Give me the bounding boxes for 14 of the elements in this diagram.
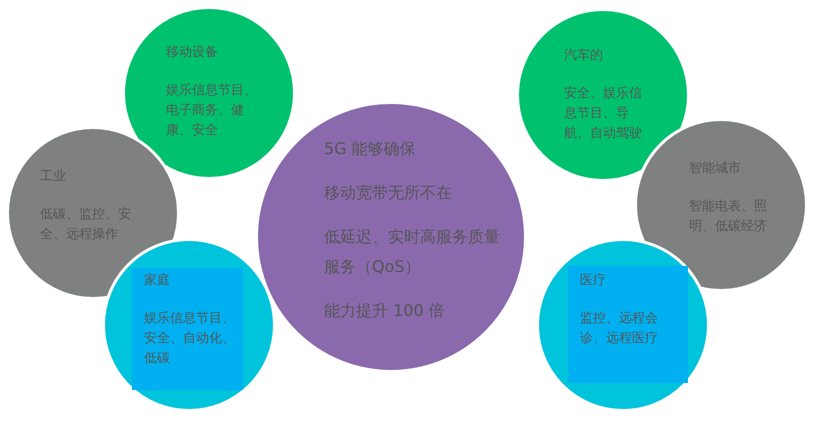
category-heading: 汽车的 bbox=[564, 47, 604, 65]
statement-text: 5G 能够确保 bbox=[324, 138, 417, 160]
statement-text: 能力提升 100 倍 bbox=[324, 300, 446, 322]
category-heading: 移动设备 bbox=[166, 44, 219, 62]
text-panel bbox=[568, 266, 688, 383]
application-list: 安全、娱乐信息节目、导航、自动驾驶 bbox=[564, 84, 654, 144]
category-heading: 医疗 bbox=[580, 272, 607, 290]
text-panel bbox=[132, 268, 243, 390]
category-heading: 家庭 bbox=[144, 272, 171, 290]
application-list: 娱乐信息节目、电子商务、健康、安全 bbox=[166, 81, 258, 141]
application-list: 娱乐信息节目、安全、自动化、低碳 bbox=[144, 309, 236, 369]
statement-text: 低延迟、实时高服务质量服务（QoS） bbox=[324, 226, 501, 278]
statement-text: 移动宽带无所不在 bbox=[324, 182, 453, 204]
application-list: 监控、远程会诊、远程医疗 bbox=[580, 309, 672, 349]
